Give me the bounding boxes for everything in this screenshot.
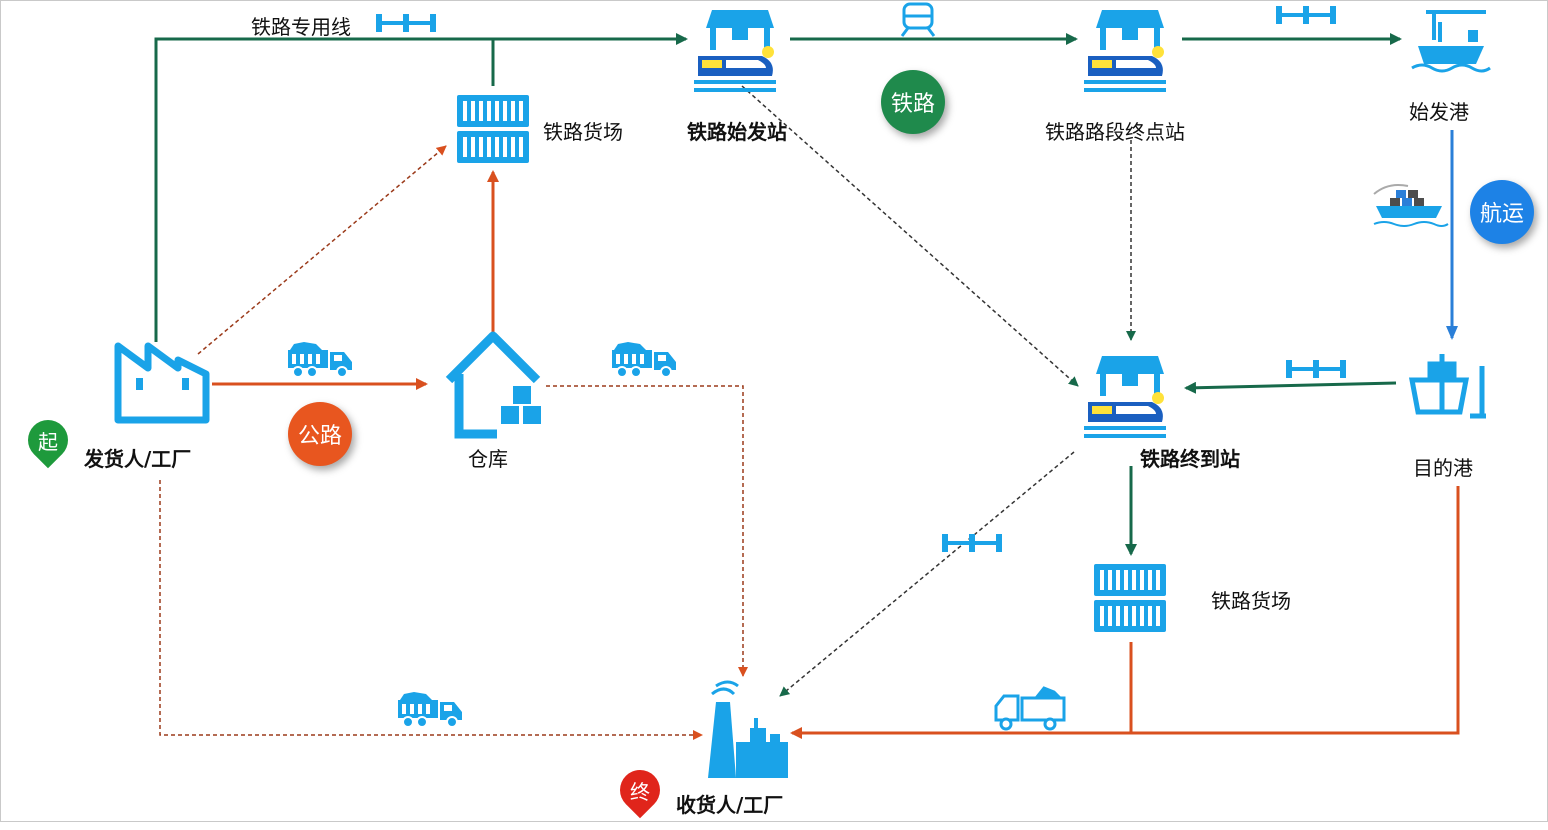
rail-yard-label: 铁路货场: [1211, 589, 1291, 613]
origin-port-label: 始发港: [1409, 100, 1469, 124]
start-pin-label: 起: [38, 429, 58, 454]
destination-port-label: 目的港: [1413, 456, 1473, 480]
origin-station-label: 铁路始发站: [687, 120, 787, 144]
private-line-label: 铁路专用线: [251, 15, 351, 39]
dump-truck-icon: [397, 691, 463, 728]
consignee-label: 收货人/工厂: [676, 793, 784, 817]
dashed-warehouse-to-consignee: [546, 385, 748, 677]
container-yard-icon: [457, 95, 529, 163]
start-pin-icon: 起: [19, 411, 77, 469]
rail-yard-label: 铁路货场: [543, 120, 623, 144]
dashed-destination-to-consignee: [779, 451, 1075, 697]
dashed-shipper-to-consignee: [159, 480, 703, 740]
dump-truck-icon: [611, 341, 677, 378]
rail-track-icon: [942, 534, 1002, 552]
rail-port-to-station: [1184, 381, 1397, 394]
end-pin-label: 终: [630, 779, 650, 804]
shipping-mode-badge: 航运: [1470, 180, 1534, 244]
shipper-label: 发货人/工厂: [84, 447, 192, 471]
end-pin-icon: 终: [611, 761, 669, 819]
rail-private-line: [154, 33, 688, 342]
warehouse-icon: [445, 331, 541, 439]
segment-terminal-label: 铁路路段终点站: [1045, 120, 1185, 144]
road-routes: [212, 170, 1460, 739]
dashed-origin-to-destination: [741, 85, 1079, 387]
dashed-routes: [159, 85, 1136, 740]
rail-track-icon: [1286, 360, 1346, 378]
rail-mode-badge: 铁路: [881, 70, 945, 134]
warehouse-label: 仓库: [468, 447, 508, 471]
destination-station-label: 铁路终到站: [1140, 447, 1240, 471]
rail-track-icon: [1276, 6, 1336, 24]
cargo-ship-icon: [1373, 184, 1449, 227]
road-delivery-line: [790, 486, 1460, 739]
industrial-plant-icon: [708, 680, 788, 778]
train-icon: [900, 2, 936, 37]
delivery-truck-icon: [994, 686, 1066, 731]
ship-port-icon: [1408, 354, 1486, 419]
dump-truck-icon: [287, 341, 353, 378]
origin-station-icon: [694, 10, 776, 92]
factory-icon: [114, 342, 210, 424]
crane-port-icon: [1411, 10, 1491, 73]
segment-terminal-icon: [1084, 10, 1166, 92]
container-yard-icon: [1094, 564, 1166, 632]
rail-track-icon: [376, 14, 436, 32]
road-mode-badge: 公路: [288, 402, 352, 466]
destination-station-icon: [1084, 356, 1166, 438]
rail-routes: [154, 33, 1402, 556]
dashed-shipper-to-yard: [197, 145, 447, 355]
